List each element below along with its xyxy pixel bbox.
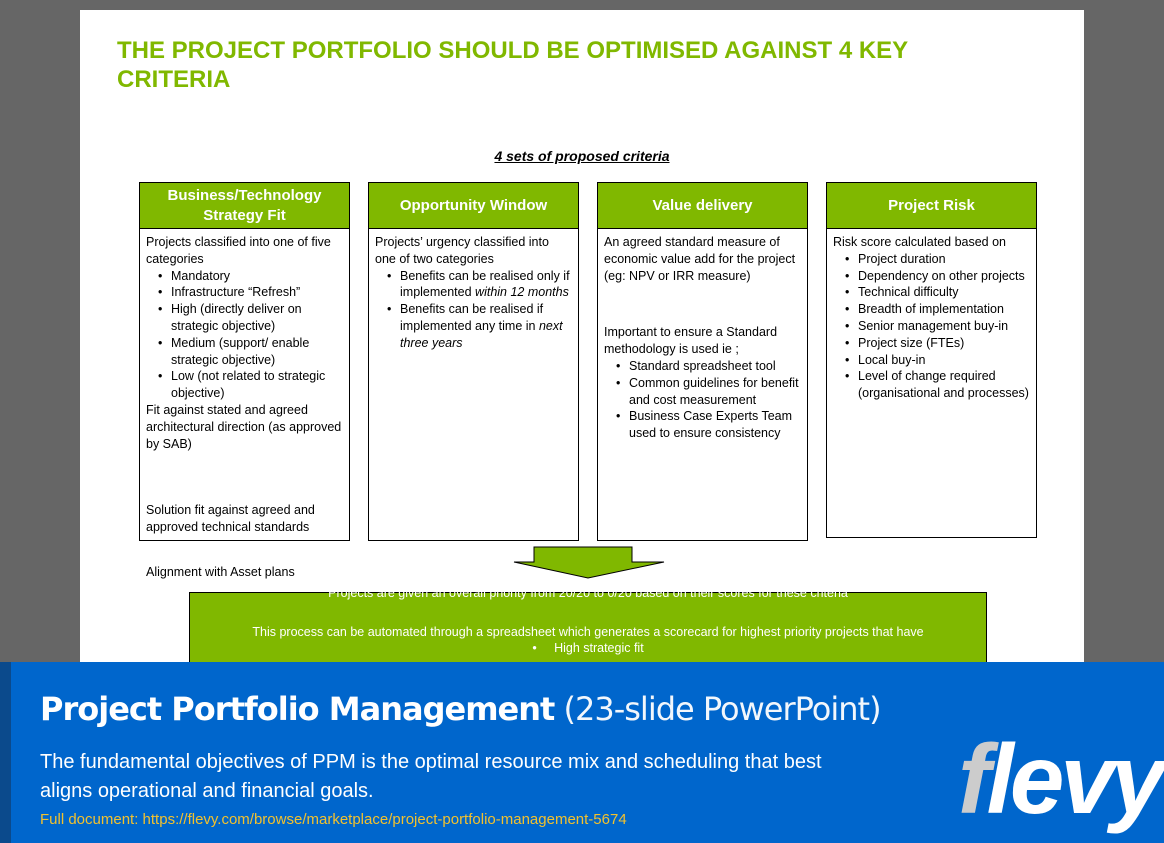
box-paragraph: Fit against stated and agreed architectu… [146,402,342,451]
criteria-box-opportunity-window: Opportunity Window Projects’ urgency cla… [368,182,579,541]
slide: THE PROJECT PORTFOLIO SHOULD BE OPTIMISE… [80,10,1084,670]
box-header: Project Risk [827,183,1036,229]
box-intro: An agreed standard measure of economic v… [604,235,796,283]
box-intro: Projects’ urgency classified into one of… [375,235,549,266]
list-item: Breadth of implementation [845,301,1030,318]
box-intro: Projects classified into one of five cat… [146,235,331,266]
list-item: Mandatory [158,268,343,285]
box-paragraph: Important to ensure a Standard methodolo… [604,325,778,357]
banner-title: Project Portfolio Management (23-slide P… [40,690,882,728]
criteria-box-project-risk: Project Risk Risk score calculated based… [826,182,1037,538]
list-item: Common guidelines for benefit and cost m… [616,375,801,409]
list-item: Level of change required (organisational… [845,368,1030,402]
list-item: Standard spreadsheet tool [616,358,801,375]
down-arrow-icon [513,546,665,579]
box-intro: Risk score calculated based on [833,235,1007,249]
summary-line: This process can be automated through a … [252,625,924,639]
list-item: Business Case Experts Team used to ensur… [616,408,801,442]
slide-subtitle: 4 sets of proposed criteria [494,148,670,164]
list-item: Project size (FTEs) [845,335,1030,352]
list-item: Benefits can be realised only if impleme… [387,268,572,302]
summary-bullet: • High strategic fit [532,641,644,655]
banner-edge [0,662,11,843]
list-item: Medium (support/ enable strategic object… [158,335,343,369]
box-header: Business/Technology Strategy Fit [140,183,349,229]
flevy-logo: flevy [958,724,1164,834]
slide-title: THE PROJECT PORTFOLIO SHOULD BE OPTIMISE… [117,37,908,93]
banner-description: The fundamental objectives of PPM is the… [40,751,822,802]
document-link[interactable]: Full document: https://flevy.com/browse/… [40,811,627,828]
summary-box: Projects are given an overall priority f… [189,586,987,670]
list-item: Infrastructure “Refresh” [158,284,343,301]
box-header: Opportunity Window [369,183,578,229]
list-item: Low (not related to strategic objective) [158,368,343,402]
criteria-box-strategy-fit: Business/Technology Strategy Fit Project… [139,182,350,541]
list-item: Local buy-in [845,352,1030,369]
box-paragraph: Solution fit against agreed and approved… [146,503,315,535]
list-item: High (directly deliver on strategic obje… [158,301,343,335]
criteria-box-value-delivery: Value delivery An agreed standard measur… [597,182,808,541]
list-item: Technical difficulty [845,284,1030,301]
summary-line: Projects are given an overall priority f… [328,586,848,600]
list-item: Dependency on other projects [845,268,1030,285]
list-item: Senior management buy-in [845,318,1030,335]
promo-banner: Project Portfolio Management (23-slide P… [0,662,1164,843]
list-item: Benefits can be realised if implemented … [387,301,572,351]
alignment-text: Alignment with Asset plans [146,565,295,579]
box-header: Value delivery [598,183,807,229]
list-item: Project duration [845,251,1030,268]
